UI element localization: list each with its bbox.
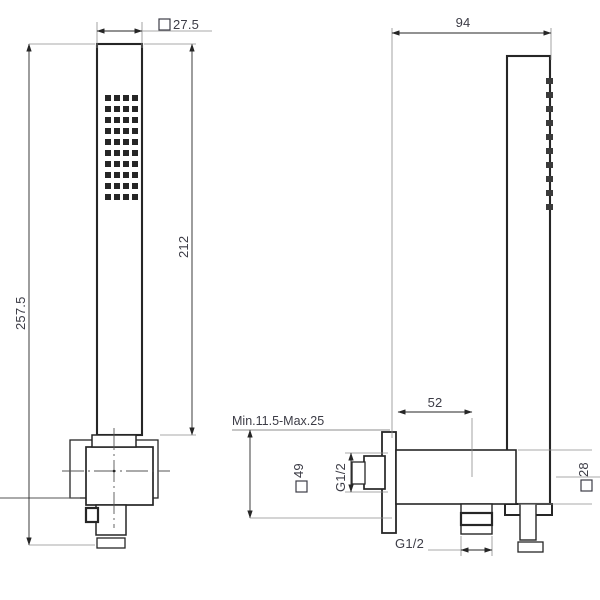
nozzle-row (105, 95, 138, 101)
dim-label-projection: 52 (428, 395, 443, 410)
right-view-side-elevation: 94 52 Min.11.5-Max.25 49 (232, 15, 600, 556)
nozzle-row (105, 150, 138, 156)
dimension-projection: 52 (397, 395, 473, 477)
dimension-inlet-thread: G1/2 (333, 452, 388, 493)
dimension-flange-size: 49 (291, 463, 308, 493)
holder-post (517, 503, 544, 553)
nozzle-row (105, 117, 138, 123)
dimension-outlet-thread: G1/2 (395, 536, 493, 556)
spray-face (105, 95, 138, 200)
dimension-wall-thickness-range: Min.11.5-Max.25 (232, 414, 392, 519)
bracket-centerlines (0, 428, 170, 528)
bracket-outlet (84, 504, 127, 549)
nozzle-notches (546, 78, 553, 210)
nozzle-row (105, 194, 138, 200)
dim-label-top-width-right: 94 (456, 15, 471, 30)
handle-body (95, 42, 144, 437)
nozzle-row (105, 128, 138, 134)
dim-label-arm-size: 28 (576, 462, 591, 477)
arm-body (395, 449, 517, 505)
dim-label-outlet-thread: G1/2 (395, 536, 424, 551)
dimension-arm-size: 28 (518, 449, 593, 505)
dim-label-flange-size: 49 (291, 463, 306, 478)
dim-label-inlet-thread: G1/2 (333, 463, 348, 492)
wall-bracket (69, 434, 159, 506)
dim-label-handle-height: 212 (176, 236, 191, 258)
nozzle-row (105, 172, 138, 178)
dimension-top-width-right: 94 (391, 15, 552, 438)
dimension-handle-height: 212 (144, 43, 196, 436)
dim-label-overall-height: 257.5 (13, 296, 28, 330)
dimension-overall-height: 257.5 (13, 43, 95, 546)
left-view-front-elevation: 27.5 257.5 212 (0, 17, 212, 549)
dimension-top-width-left: 27.5 (96, 17, 212, 48)
dim-label-wall-thickness-range: Min.11.5-Max.25 (232, 414, 324, 428)
nozzle-row (105, 106, 138, 112)
thread-connector-inlet (351, 455, 386, 490)
nozzle-row (105, 183, 138, 189)
thread-connector-outlet (459, 503, 494, 535)
dim-label-top-width-left: 27.5 (173, 17, 199, 32)
nozzle-row (105, 161, 138, 167)
nozzle-row (105, 139, 138, 145)
handle-body-side (505, 54, 552, 506)
